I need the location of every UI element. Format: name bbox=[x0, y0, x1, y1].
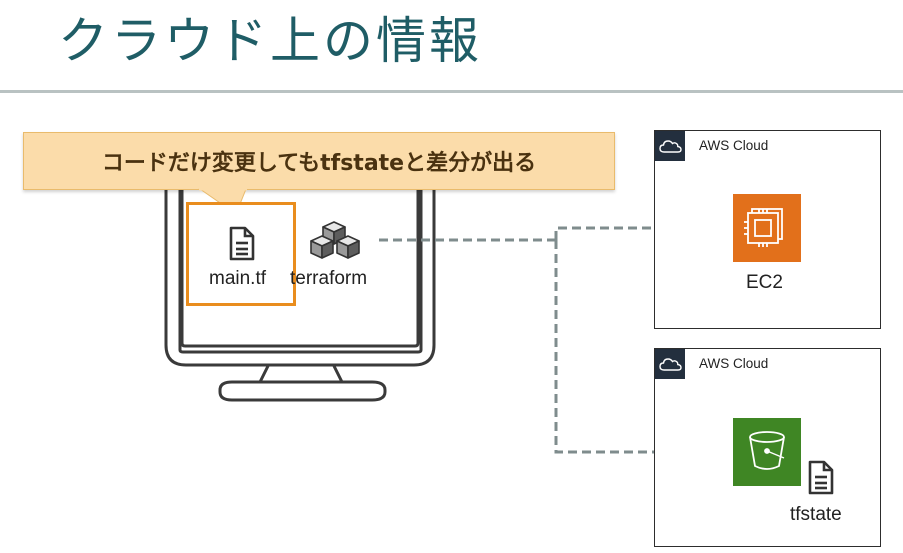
s3-bucket-icon bbox=[733, 418, 801, 486]
terraform-cubes-icon bbox=[310, 221, 360, 259]
cloud-icon bbox=[659, 358, 682, 371]
aws-cloud-badge bbox=[655, 131, 685, 161]
aws-cloud-title: AWS Cloud bbox=[699, 138, 769, 153]
tfstate-label: tfstate bbox=[790, 504, 842, 525]
document-icon bbox=[229, 226, 255, 261]
aws-cloud-badge bbox=[655, 349, 685, 379]
callout-box: コードだけ変更してもtfstateと差分が出る bbox=[23, 132, 615, 190]
terraform-label: terraform bbox=[290, 268, 368, 289]
slide-title: クラウド上の情報 bbox=[58, 12, 482, 70]
callout-text: コードだけ変更してもtfstateと差分が出る bbox=[101, 151, 537, 176]
cloud-icon bbox=[659, 140, 682, 153]
ec2-label: EC2 bbox=[746, 272, 783, 293]
ec2-chip-icon bbox=[733, 194, 801, 262]
aws-cloud-title: AWS Cloud bbox=[699, 356, 769, 371]
main-tf-label: main.tf bbox=[209, 268, 267, 289]
title-divider bbox=[0, 90, 903, 93]
document-icon bbox=[808, 460, 834, 495]
